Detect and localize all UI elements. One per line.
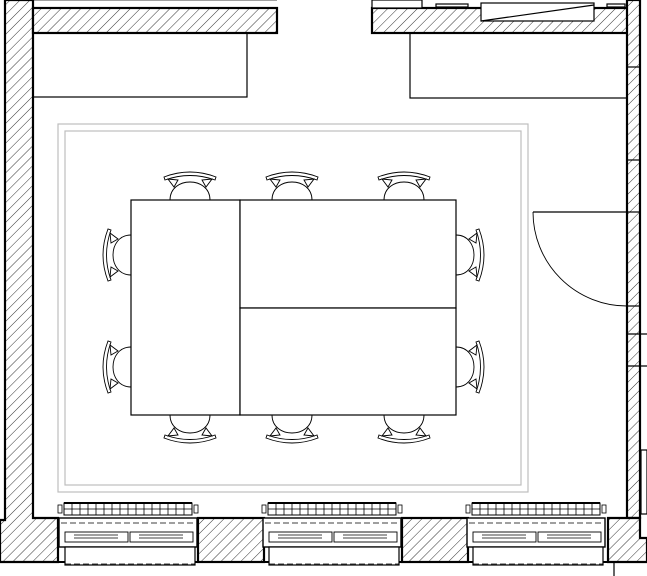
chair-icon xyxy=(163,171,217,201)
chair-icon xyxy=(455,340,485,394)
chair-icon xyxy=(265,171,319,201)
cabinet-left xyxy=(32,32,248,98)
wall-right-lower xyxy=(606,516,647,564)
table-bottom-right-section xyxy=(239,307,457,416)
conference-table xyxy=(130,199,457,416)
chair-icon xyxy=(163,414,217,444)
table-top-right-section xyxy=(239,199,457,309)
radiator-icon xyxy=(57,502,199,516)
door-swing-icon xyxy=(532,211,640,307)
radiator-icon xyxy=(465,502,607,516)
chair-icon xyxy=(102,228,132,282)
wall-right xyxy=(625,0,642,520)
window-icon xyxy=(262,517,402,566)
wall-bottom-pier-2 xyxy=(400,516,470,564)
chair-icon xyxy=(377,171,431,201)
wall-left xyxy=(0,0,60,564)
bottom-windows xyxy=(57,502,607,566)
window-icon xyxy=(58,517,198,566)
chair-icon xyxy=(265,414,319,444)
chair-icon xyxy=(102,340,132,394)
rug-outer xyxy=(57,123,529,493)
chair-icon xyxy=(377,414,431,444)
wall-bottom-pier-1 xyxy=(196,516,266,564)
table-left-section xyxy=(130,199,241,416)
radiator-icon xyxy=(261,502,403,516)
wall-top-left xyxy=(31,6,279,35)
right-radiator xyxy=(640,449,647,515)
chairs xyxy=(102,171,485,444)
window-icon xyxy=(466,517,606,566)
cabinet-right xyxy=(409,32,628,99)
rug-inner xyxy=(64,130,522,486)
chair-icon xyxy=(455,228,485,282)
